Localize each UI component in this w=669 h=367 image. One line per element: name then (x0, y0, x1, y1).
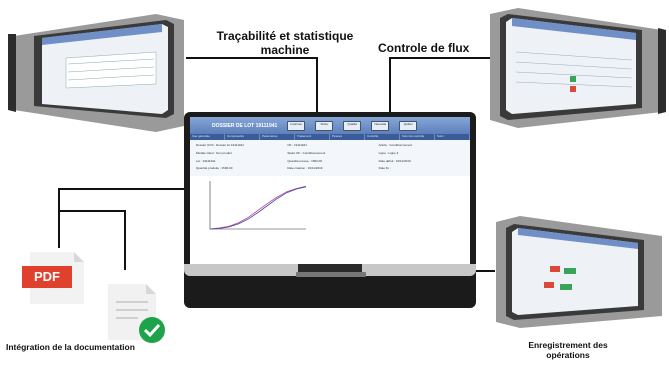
connector-controle-h (390, 57, 490, 59)
connector-doc-h2 (58, 210, 126, 212)
lot-info-grid: Dossier OCS : Dossier lot 19111941 OF : … (190, 140, 470, 176)
label-controle: Controle de flux (378, 41, 470, 55)
tab-composants[interactable]: Composants (225, 134, 260, 140)
info-field: Statut OF : Conditionnement (287, 150, 326, 155)
tab-pesees[interactable]: Pesées (330, 134, 365, 140)
tab-suivi-controle[interactable]: Suivi de contrôle (400, 134, 435, 140)
tablet-frame-right (490, 8, 666, 128)
monitor-stand (298, 264, 362, 272)
connector-doc-h (58, 188, 190, 190)
tab-controle[interactable]: Contrôle (365, 134, 400, 140)
chart-series-line (209, 185, 307, 230)
info-field: Date création : 19/11/2019 (287, 166, 323, 171)
tab-suivi[interactable]: Suivi (435, 134, 470, 140)
document-check-icon (108, 280, 170, 344)
info-field: Quantité prévue : 1500.00 (287, 158, 323, 163)
info-field: Ligne : Ligne 3 (378, 150, 399, 155)
chart-series-line (209, 186, 307, 230)
tablet-frame (8, 14, 184, 132)
tablet-top-left (6, 14, 186, 132)
info-field: Modèle client : Non produit (196, 150, 232, 155)
tab-parametres[interactable]: Paramètres (260, 134, 295, 140)
info-field: Article : Conditionnement (378, 143, 413, 147)
tab-traitement[interactable]: Traitement (295, 134, 330, 140)
fiche-button[interactable]: Fiche (315, 120, 334, 131)
info-field: Dossier OCS : Dossier lot 19111941 (196, 143, 244, 147)
print-button[interactable]: Imprimer (287, 120, 306, 131)
label-tracabilite: Traçabilité et statistique machine (216, 29, 354, 57)
quit-button[interactable]: Quitter (399, 120, 418, 131)
screen-tabs: Vue générale Composants Paramètres Trait… (190, 134, 470, 140)
tablet-bottom-right (494, 216, 666, 328)
info-field: OF : 19111941 (287, 143, 307, 147)
info-field: Quantité produite : 1500.00 (196, 166, 233, 171)
control-chart (209, 181, 307, 230)
qualite-button[interactable]: Qualité (343, 120, 362, 131)
info-field: Lot : 19111941 (196, 158, 216, 163)
label-enregistrement: Enregistrement des opérations (528, 340, 608, 360)
info-field: Date début : 19/11/2019 (378, 158, 411, 163)
connector-doc-v1 (58, 188, 60, 248)
info-field: Date fin : (378, 166, 391, 171)
label-integration: Intégration de la documentation (6, 342, 135, 352)
tablet-frame-bottom (496, 216, 662, 328)
screen-titlebar: DOSSIER DE LOT 19111941 Imprimer Fiche Q… (190, 117, 470, 134)
monitor-base (296, 272, 366, 277)
connector-tracabilite-v (316, 57, 318, 121)
screen-title: DOSSIER DE LOT 19111941 (212, 122, 278, 129)
pdf-label: PDF (34, 269, 60, 284)
tablet-top-right (486, 8, 666, 128)
connector-tracabilite-h (186, 57, 318, 59)
pdf-document-icon: PDF (22, 248, 88, 304)
nouvelle-button[interactable]: Nouvelle (371, 120, 390, 131)
tab-vue-generale[interactable]: Vue générale (190, 134, 225, 140)
connector-controle-v (389, 57, 391, 121)
main-screen: DOSSIER DE LOT 19111941 Imprimer Fiche Q… (190, 117, 470, 264)
connector-doc-v2 (124, 210, 126, 270)
